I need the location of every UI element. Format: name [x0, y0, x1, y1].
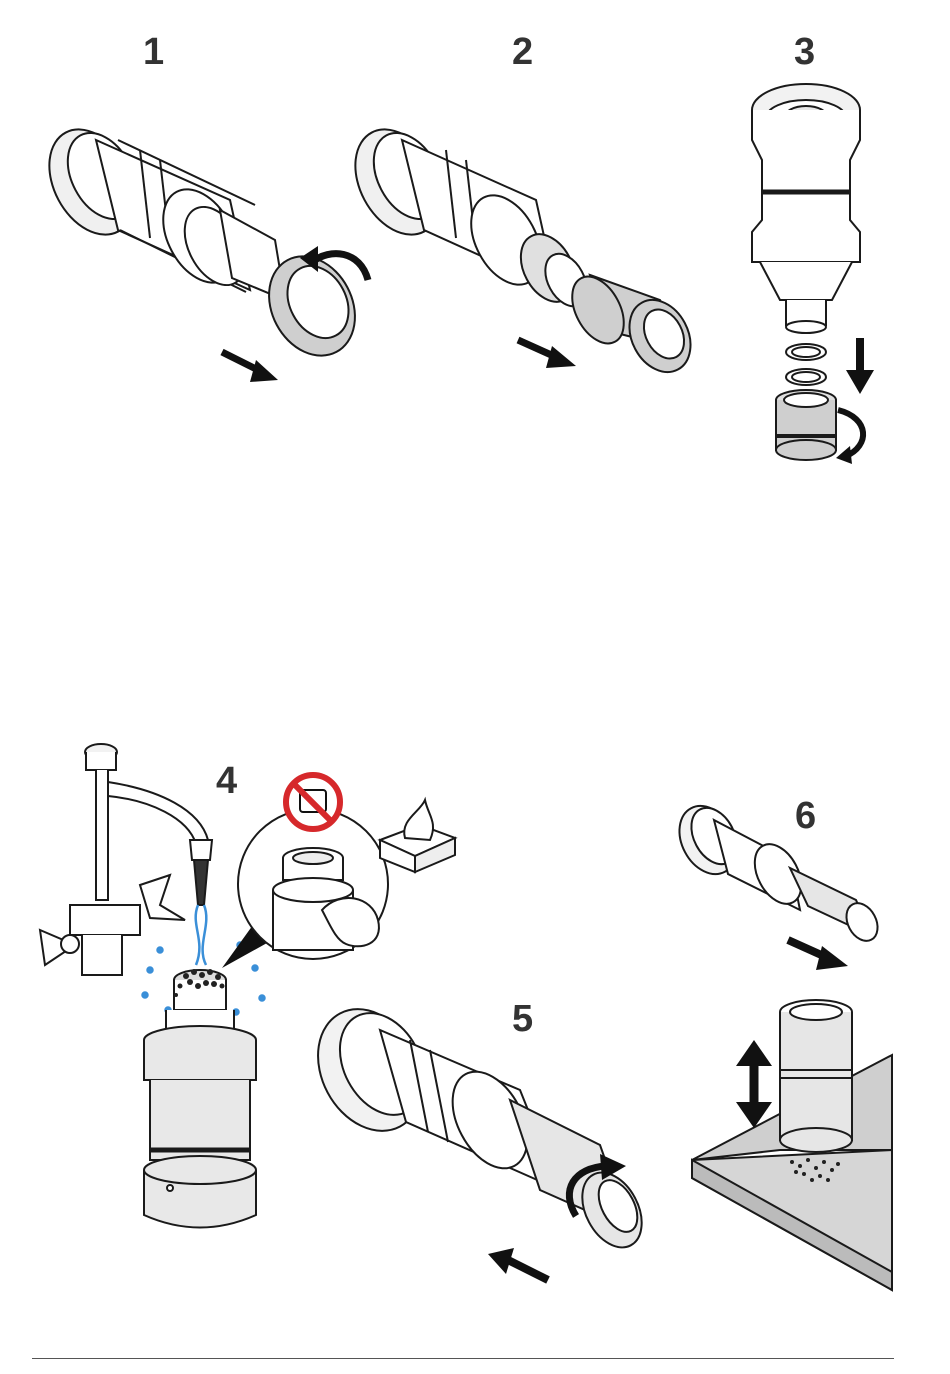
step-6-sensor-remove-cap [668, 796, 884, 946]
rotate-arrow-icon [836, 410, 863, 464]
prohibited-icon [286, 775, 340, 829]
faucet-icon [40, 744, 212, 975]
tissue-box-icon [380, 800, 455, 872]
straight-arrow-icon [788, 940, 848, 970]
step-5-sensor-reinstall-cap [298, 991, 654, 1258]
step-3-sensor-vertical-remove-rings [752, 84, 860, 460]
detail-callout [222, 809, 388, 968]
step-6-cap-tap-on-surface [780, 1000, 852, 1152]
up-down-arrow-icon [736, 1040, 772, 1128]
footer-divider [32, 1358, 894, 1359]
straight-arrow-icon [488, 1248, 548, 1280]
straight-arrow-icon [846, 338, 874, 394]
straight-arrow-icon [518, 340, 576, 368]
step-4-sensor-rinse [144, 970, 256, 1228]
straight-arrow-icon [222, 352, 278, 382]
step-1-sensor-unscrew-cap [32, 115, 372, 371]
